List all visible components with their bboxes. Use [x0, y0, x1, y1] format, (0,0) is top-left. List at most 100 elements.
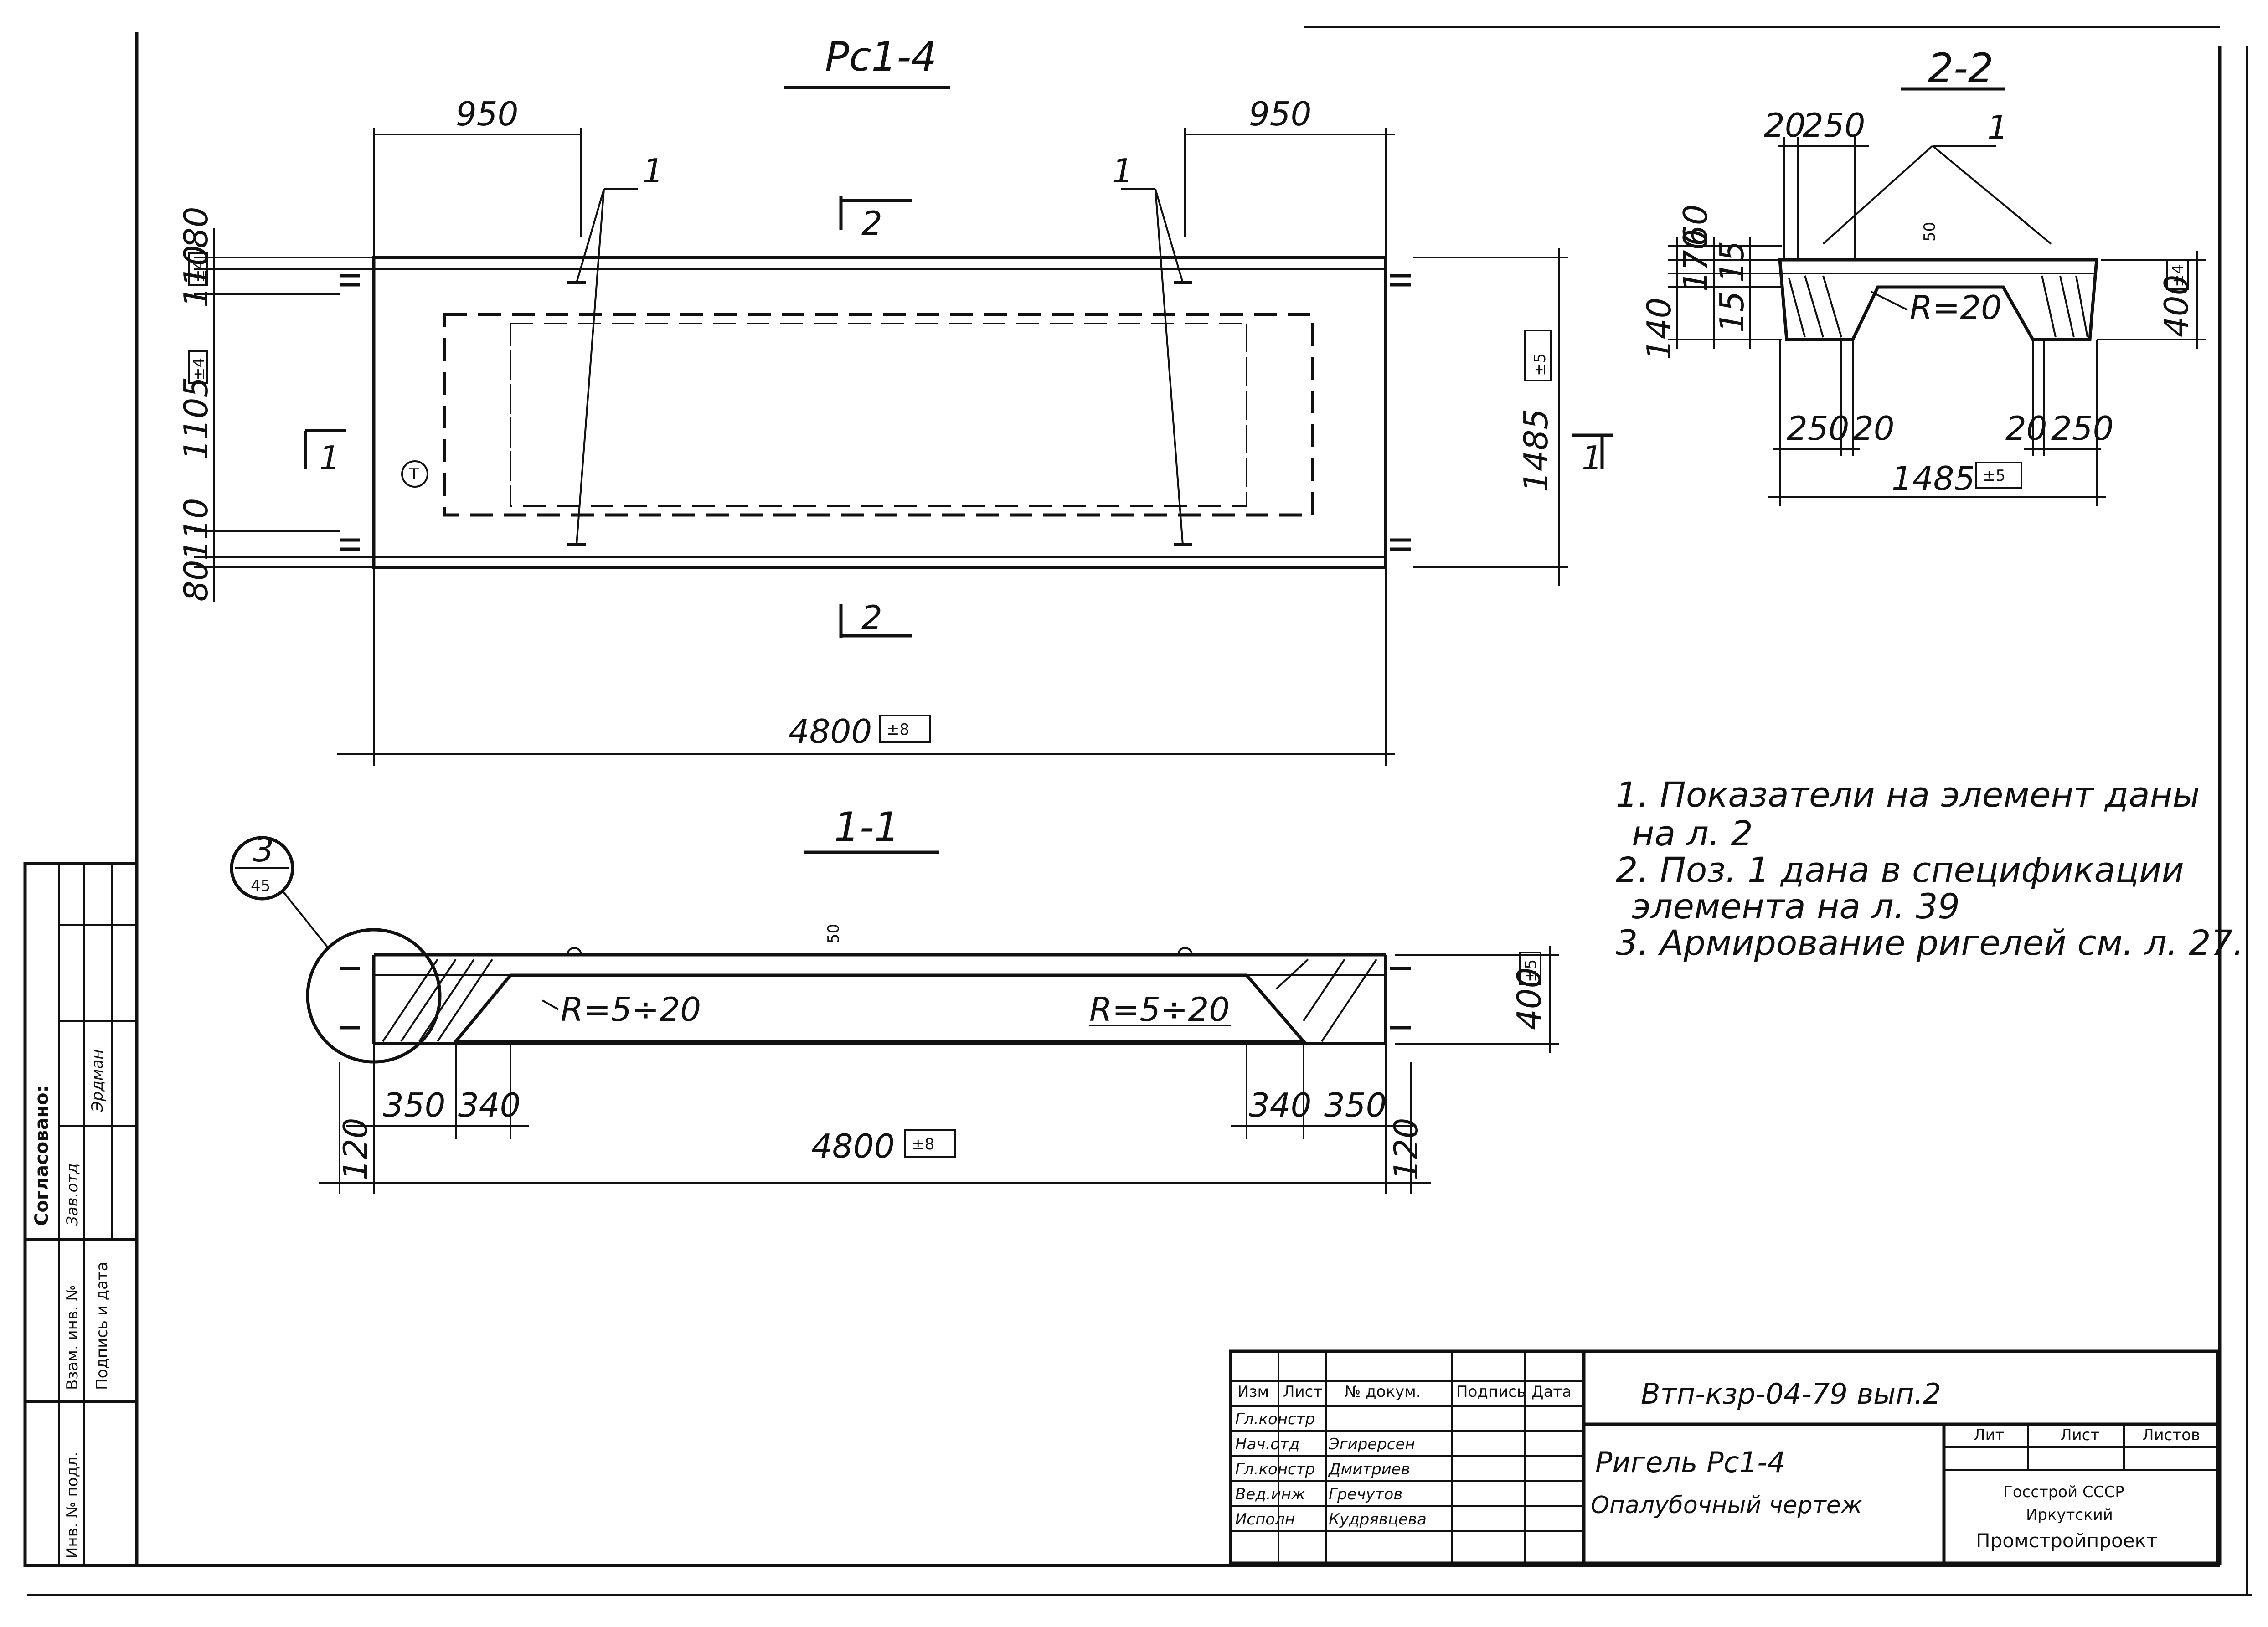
- plan-view: Рс1-4 1: [177, 33, 1613, 766]
- dim-s1-radius-left: R=5÷20: [561, 990, 701, 1029]
- stamp-row2: Взам. инв. №: [63, 1285, 82, 1390]
- tb-drawing-type: Опалубочный чертеж: [1591, 1492, 1862, 1519]
- dim-plan-inner: 1105: [177, 377, 215, 460]
- section-1-hatch-left: [382, 958, 493, 1042]
- tb-org-1: Госстрой СССР: [2003, 1483, 2124, 1501]
- stamp-row4: Инв. № подл.: [63, 1452, 82, 1559]
- dim-plan-left-offset: 950: [456, 95, 518, 133]
- tb-row-4: Вед.инж: [1235, 1485, 1305, 1503]
- tb-head-date: Дата: [1531, 1383, 1572, 1401]
- dim-s1-height: 400: [1510, 968, 1548, 1030]
- dim-plan-edge-b: 80: [177, 206, 215, 248]
- plan-section-1-right: 1: [1582, 439, 1603, 477]
- section-2-2-view: 2-2 1 20 250 50 R=20: [1640, 45, 2206, 506]
- plan-section-2-bottom: 2: [861, 598, 882, 637]
- dim-s1-height-tol: ±5: [1522, 959, 1540, 982]
- tb-org-3: Промстройпроект: [1976, 1529, 2157, 1552]
- dim-s2-height-tol: ±4: [2169, 264, 2187, 287]
- stamp-row1-b: Эрдман: [88, 1049, 107, 1112]
- tb-row-5: Исполн: [1235, 1510, 1295, 1529]
- dim-s2-left-a: 140: [1640, 298, 1678, 360]
- dim-s2-left-b: 170: [1676, 229, 1715, 292]
- plan-section-2-top: 2: [861, 204, 882, 242]
- dim-s1-total: 4800: [811, 1127, 895, 1165]
- detail-sheet: 45: [251, 877, 270, 895]
- dim-plan-edge-c: 80: [177, 560, 215, 602]
- section-1-title: 1-1: [834, 803, 900, 850]
- dim-s1-left-b: 340: [458, 1086, 521, 1124]
- tb-head-doc: № докум.: [1345, 1383, 1421, 1401]
- dim-s1-slab: 50: [825, 924, 843, 943]
- notes: 1. Показатели на элемент даны на л. 2 2.…: [1616, 774, 2244, 963]
- tb-col-sheet: Лист: [2060, 1426, 2099, 1444]
- dim-s1-radius-right: R=5÷20: [1089, 990, 1230, 1029]
- dim-s2-bottom-c: 20: [2005, 409, 2047, 448]
- tb-name-3: Дмитриев: [1328, 1460, 1410, 1478]
- stamp-approved: Согласовано:: [31, 1085, 52, 1226]
- tb-row-3: Гл.констр: [1235, 1460, 1315, 1478]
- dim-s1-right-a: 340: [1249, 1086, 1311, 1124]
- stamp-row3: Подпись и дата: [93, 1261, 111, 1390]
- side-stamp: Согласовано: Зав.отд Эрдман Взам. инв. №…: [23, 862, 139, 1567]
- s2-pos-1: 1: [1987, 108, 2008, 147]
- dim-s1-end-right: 120: [1387, 1118, 1425, 1180]
- dim-s1-total-tol: ±8: [912, 1135, 934, 1153]
- detail-num: 3: [253, 831, 274, 869]
- dim-plan-length: 4800: [789, 712, 872, 751]
- plan-title: Рс1-4: [825, 33, 937, 80]
- tb-head-list: Лист: [1283, 1383, 1322, 1401]
- note-line-2: на л. 2: [1632, 813, 1753, 854]
- dim-plan-right-offset: 950: [1249, 95, 1311, 133]
- tb-row-1: Гл.констр: [1235, 1410, 1315, 1428]
- dim-s2-bottom-a: 250: [1787, 409, 1849, 448]
- dim-s2-radius: R=20: [1910, 288, 2002, 327]
- dim-s2-width: 1485: [1892, 459, 1975, 498]
- note-line-3: 2. Поз. 1 дана в спецификации: [1616, 850, 2184, 890]
- tb-head-izm: Изм: [1237, 1383, 1269, 1401]
- title-block: Изм Лист № докум. Подпись Дата Гл.констр…: [1229, 1349, 2219, 1565]
- tb-row-2: Нач.отд: [1235, 1435, 1299, 1453]
- plan-pos-1a: 1: [643, 152, 664, 190]
- note-line-4: элемента на л. 39: [1632, 886, 1960, 927]
- plan-section-1-left: 1: [319, 439, 340, 477]
- dim-plan-width: 1485: [1517, 409, 1555, 492]
- dim-s2-left-e: 15: [1713, 291, 1751, 333]
- dim-plan-length-tol: ±8: [887, 721, 909, 739]
- tb-name-2: Эгирерсен: [1328, 1435, 1415, 1453]
- section-1-hatch-right: [1275, 958, 1377, 1042]
- plan-mark-t: Т: [409, 465, 419, 484]
- dim-plan-width-tol: ±5: [1531, 353, 1549, 376]
- tb-col-sheets: Листов: [2142, 1426, 2200, 1444]
- dim-plan-edge-a: 110: [177, 245, 215, 308]
- dim-plan-edge-d: 110: [177, 498, 215, 561]
- tb-doc-code: Втп-кзр-04-79 вып.2: [1641, 1377, 1941, 1411]
- dim-s2-left-c: 60: [1676, 204, 1715, 246]
- tb-org-2: Иркутский: [2026, 1506, 2113, 1524]
- dim-s2-bottom-b: 20: [1853, 409, 1895, 448]
- dim-s1-left-a: 350: [383, 1086, 445, 1124]
- dim-s2-left-d: 15: [1713, 241, 1751, 283]
- section-2-title: 2-2: [1928, 45, 1994, 92]
- dim-s2-bottom-d: 250: [2051, 409, 2113, 448]
- dim-plan-edge-a-tol: ±4: [190, 260, 208, 283]
- tb-name-5: Кудрявцева: [1329, 1510, 1427, 1529]
- tb-name-4: Гречутов: [1329, 1485, 1402, 1503]
- stamp-row1-a: Зав.отд: [63, 1163, 82, 1226]
- dim-s2-height: 400: [2157, 275, 2196, 337]
- dim-s2-width-tol: ±5: [1983, 467, 2005, 485]
- dim-plan-inner-tol: ±4: [190, 358, 208, 381]
- plan-pos-1b: 1: [1112, 152, 1133, 190]
- dim-s2-slab: 50: [1921, 222, 1939, 242]
- dim-s1-right-b: 350: [1324, 1086, 1387, 1124]
- tb-head-sign: Подпись: [1456, 1383, 1526, 1401]
- tb-item-name: Ригель Рс1-4: [1595, 1446, 1785, 1479]
- dim-s1-end-left: 120: [336, 1118, 375, 1180]
- section-1-1-view: 1-1 R=5÷20 R=5÷2: [230, 803, 1559, 1194]
- dim-s2-top-b: 250: [1803, 106, 1865, 144]
- note-line-1: 1. Показатели на элемент даны: [1616, 774, 2200, 815]
- dim-s2-top-a: 20: [1764, 106, 1806, 144]
- tb-col-lit: Лит: [1974, 1426, 2004, 1444]
- note-line-5: 3. Армирование ригелей см. л. 27.: [1616, 922, 2244, 963]
- section-2-hatch: [1788, 275, 2088, 338]
